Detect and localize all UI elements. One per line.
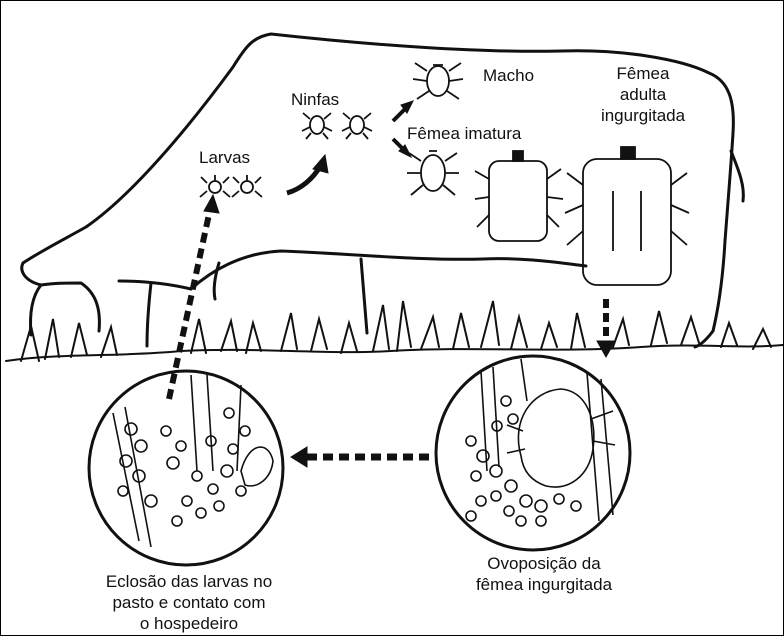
label-ninfas: Ninfas [291,89,339,110]
label-eclosao: Eclosão das larvas no pasto e contato co… [79,571,299,634]
nymph-tick-1 [302,113,332,139]
label-femea-adulta-line1: Fêmea [583,63,703,84]
label-eclosao-line3: o hospedeiro [79,613,299,634]
larva-tick-2 [232,175,262,197]
label-femea-imatura: Fêmea imatura [407,123,521,144]
immature-female-tick [407,151,459,195]
grass [6,301,783,361]
label-ovoposicao-line2: fêmea ingurgitada [469,574,619,595]
label-femea-adulta-line3: ingurgitada [583,105,703,126]
adult-engorged-female-tick [565,147,689,285]
label-ovoposicao-line1: Ovoposição da [469,553,619,574]
label-eclosao-line2: pasto e contato com [79,592,299,613]
oviposition-circle [436,356,630,550]
hatching-circle [89,371,283,565]
label-larvas: Larvas [199,147,250,168]
label-eclosao-line1: Eclosão das larvas no [79,571,299,592]
male-tick [413,63,463,99]
label-femea-adulta: Fêmea adulta ingurgitada [583,63,703,126]
engorging-female-tick [475,151,563,241]
label-macho: Macho [483,65,534,86]
label-ovoposicao: Ovoposição da fêmea ingurgitada [469,553,619,595]
nymph-tick-2 [342,113,372,139]
larva-tick-1 [200,175,230,197]
label-femea-adulta-line2: adulta [583,84,703,105]
